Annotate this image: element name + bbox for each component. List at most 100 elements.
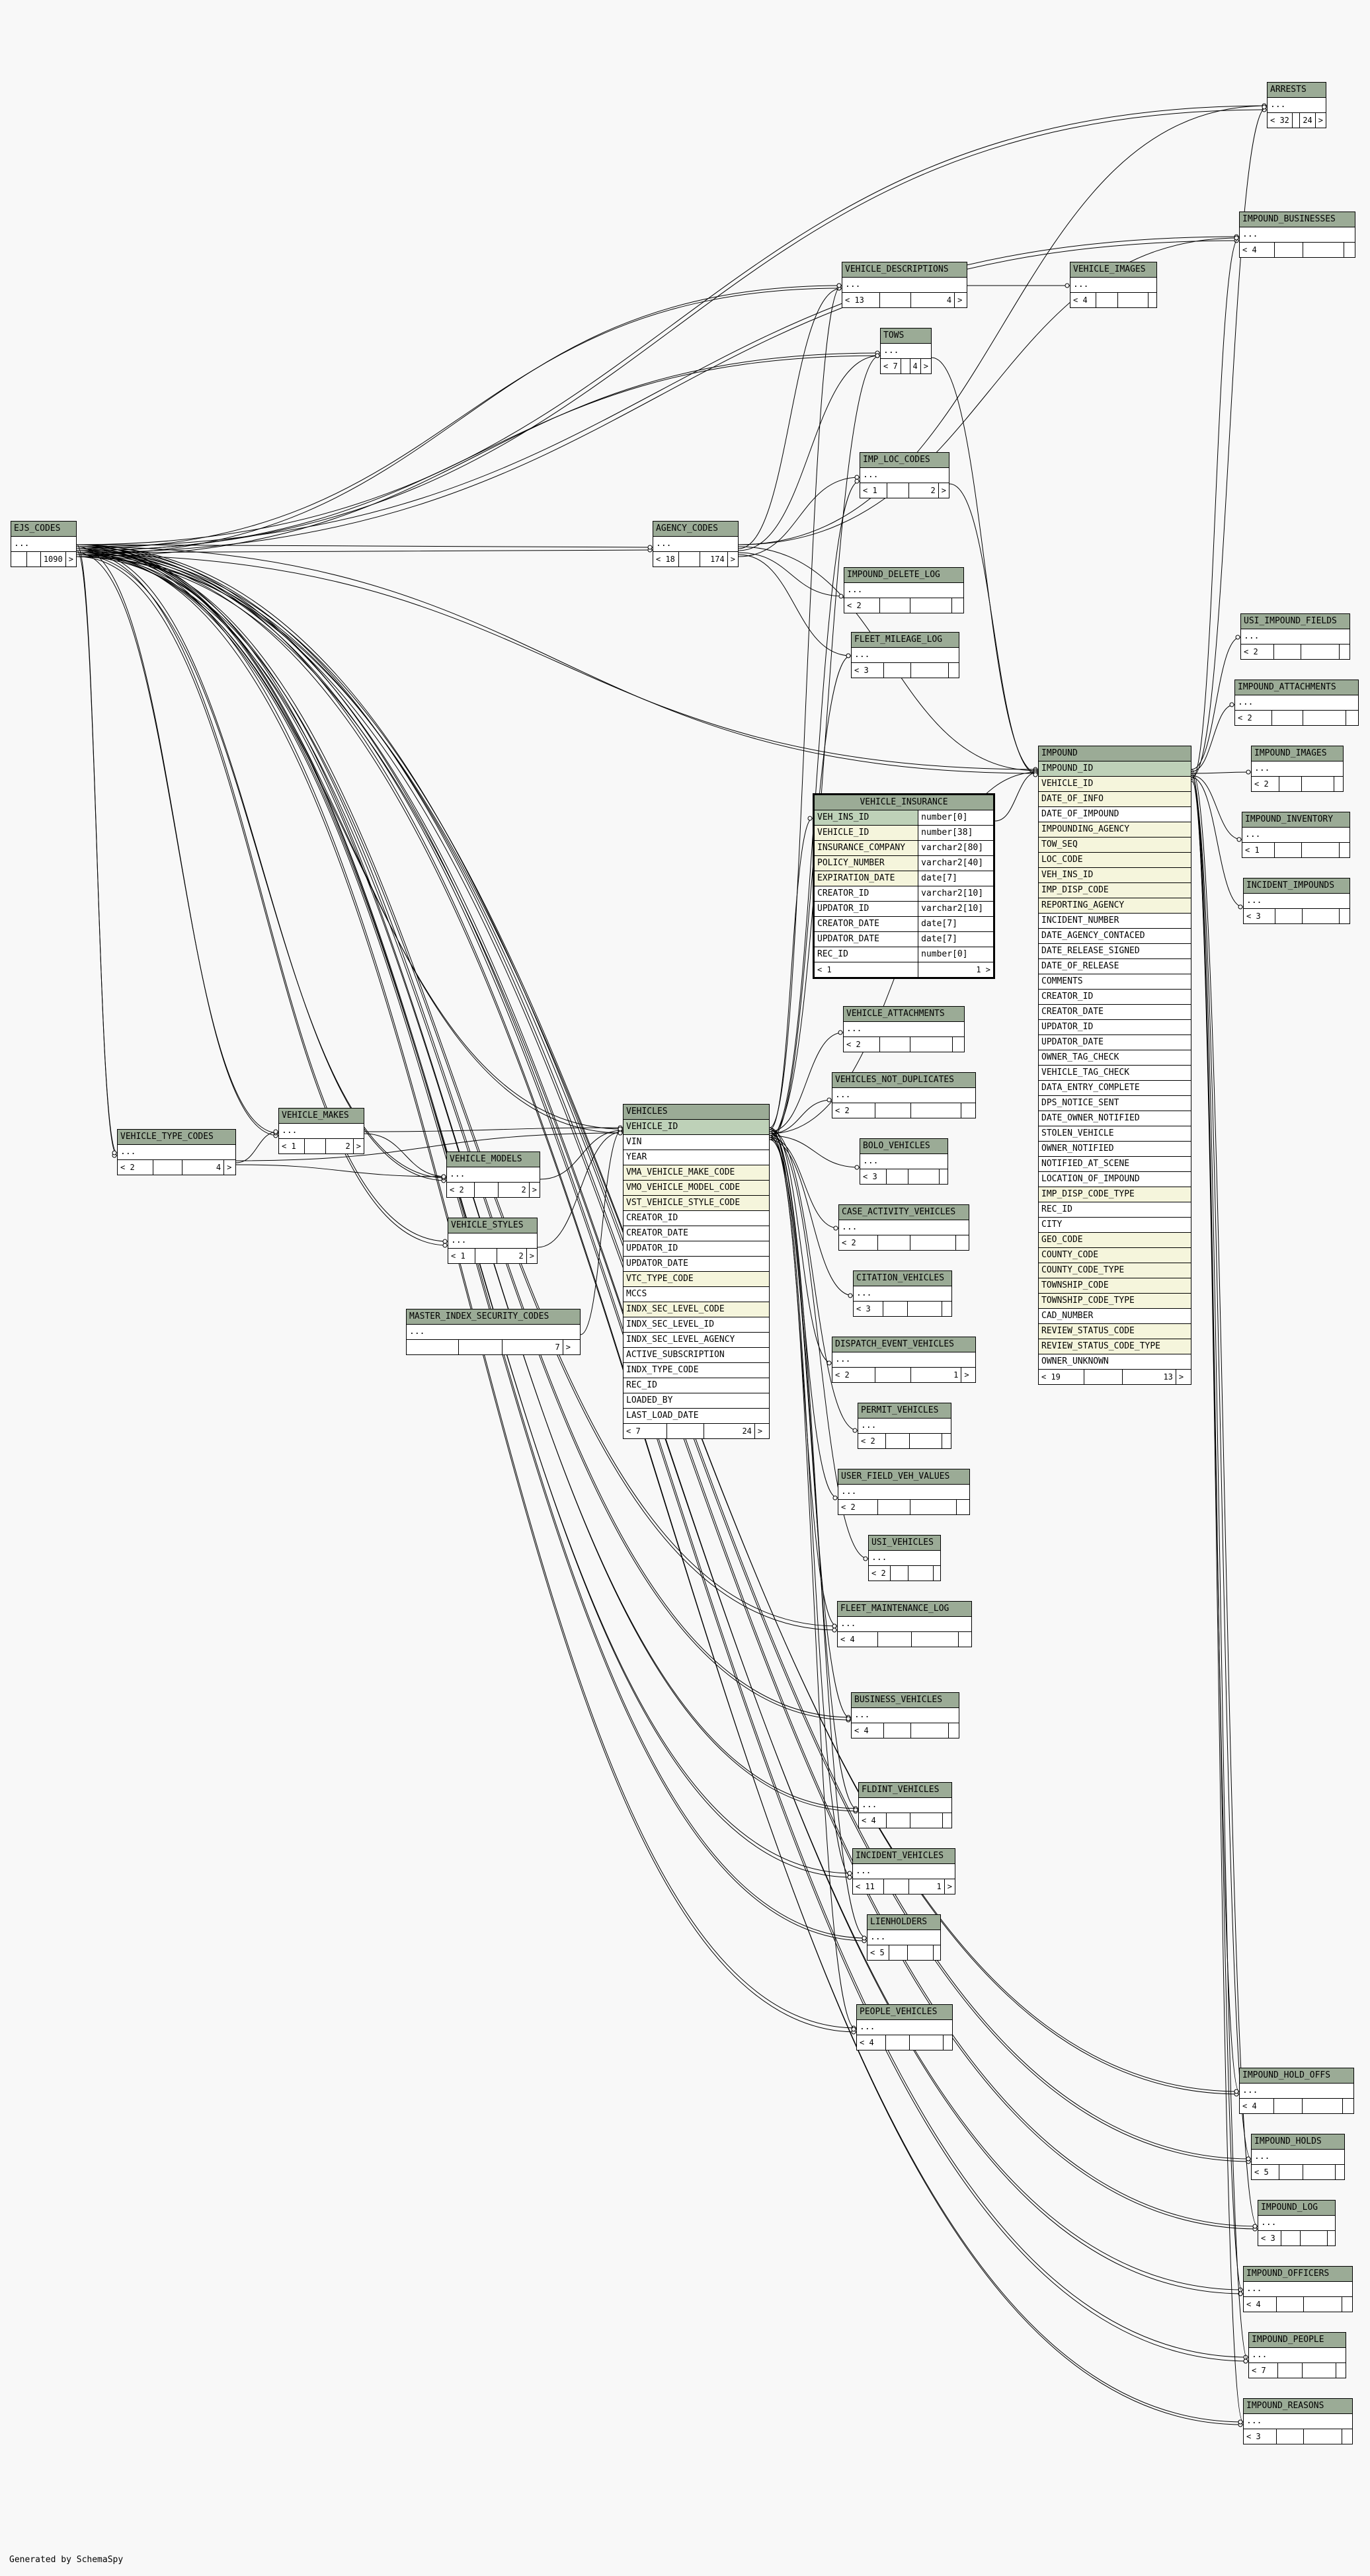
column-name[interactable]: LAST_LOAD_DATE xyxy=(623,1408,770,1424)
column-name[interactable]: VEHICLE_ID xyxy=(813,825,919,841)
table-title[interactable]: VEHICLE_TYPE_CODES xyxy=(117,1129,236,1145)
column-name[interactable]: DATE_OF_INFO xyxy=(1038,791,1191,807)
table-user-field-veh-values[interactable]: USER_FIELD_VEH_VALUES...< 2 xyxy=(838,1469,970,1515)
table-bolo-vehicles[interactable]: BOLO_VEHICLES...< 3 xyxy=(860,1138,949,1185)
collapsed-columns[interactable]: ... xyxy=(843,1021,965,1037)
column-name[interactable]: VEH_INS_ID xyxy=(813,810,919,826)
prev-arrow[interactable]: < xyxy=(451,1251,456,1261)
prev-arrow[interactable]: < xyxy=(120,1163,126,1172)
table-title[interactable]: IMPOUND_DELETE_LOG xyxy=(844,567,964,583)
table-permit-vehicles[interactable]: PERMIT_VEHICLES...< 2 xyxy=(857,1403,952,1449)
column-name[interactable]: VEH_INS_ID xyxy=(1038,867,1191,883)
collapsed-columns[interactable]: ... xyxy=(446,1167,540,1183)
collapsed-columns[interactable]: ... xyxy=(1243,2413,1353,2429)
table-impound-holds[interactable]: IMPOUND_HOLDS...< 5 xyxy=(1250,2134,1346,2180)
table-title[interactable]: IMPOUND_HOLD_OFFS xyxy=(1239,2068,1354,2084)
column-name[interactable]: LOC_CODE xyxy=(1038,852,1191,868)
table-fleet-maintenance-log[interactable]: FLEET_MAINTENANCE_LOG...< 4 xyxy=(837,1601,973,1647)
column-name[interactable]: INDX_SEC_LEVEL_ID xyxy=(623,1317,770,1333)
column-name[interactable]: VEHICLE_TAG_CHECK xyxy=(1038,1065,1191,1081)
table-vehicle-images[interactable]: VEHICLE_IMAGES...< 4 xyxy=(1069,262,1158,308)
next-arrow[interactable]: > xyxy=(529,1251,534,1261)
table-usi-vehicles[interactable]: USI_VEHICLES...< 2 xyxy=(868,1535,941,1581)
table-impound-reasons[interactable]: IMPOUND_REASONS...< 3 xyxy=(1243,2398,1353,2444)
column-name[interactable]: CREATOR_ID xyxy=(1038,989,1191,1005)
table-title[interactable]: IMPOUND xyxy=(1038,746,1191,761)
table-impound-officers[interactable]: IMPOUND_OFFICERS...< 4 xyxy=(1243,2266,1353,2312)
column-name[interactable]: UPDATOR_ID xyxy=(623,1241,770,1257)
next-arrow[interactable]: > xyxy=(730,555,735,564)
table-title[interactable]: PEOPLE_VEHICLES xyxy=(856,2004,953,2020)
table-ejs-codes[interactable]: EJS_CODES... 1090> xyxy=(10,521,77,567)
table-title[interactable]: DISPATCH_EVENT_VEHICLES xyxy=(832,1337,976,1352)
column-name[interactable]: TOW_SEQ xyxy=(1038,837,1191,853)
table-title[interactable]: VEHICLE_ATTACHMENTS xyxy=(843,1006,965,1022)
table-title[interactable]: IMPOUND_INVENTORY xyxy=(1242,812,1350,828)
table-title[interactable]: AGENCY_CODES xyxy=(653,521,739,537)
next-arrow[interactable]: > xyxy=(227,1163,232,1172)
collapsed-columns[interactable]: ... xyxy=(11,536,77,552)
prev-arrow[interactable]: < xyxy=(847,601,852,610)
collapsed-columns[interactable]: ... xyxy=(1242,827,1350,843)
table-impound-attachments[interactable]: IMPOUND_ATTACHMENTS...< 2 xyxy=(1234,680,1359,726)
next-arrow[interactable]: > xyxy=(356,1142,361,1151)
prev-arrow[interactable]: < xyxy=(1254,779,1260,789)
prev-arrow[interactable]: < xyxy=(860,2038,865,2047)
next-arrow[interactable]: > xyxy=(532,1185,537,1194)
column-name[interactable]: TOWNSHIP_CODE_TYPE xyxy=(1038,1293,1191,1309)
collapsed-columns[interactable]: ... xyxy=(406,1324,581,1340)
column-name[interactable]: VEHICLE_ID xyxy=(1038,776,1191,792)
prev-arrow[interactable]: < xyxy=(854,1726,860,1735)
next-arrow[interactable]: > xyxy=(957,295,963,305)
prev-arrow[interactable]: < xyxy=(1245,845,1250,855)
column-name[interactable]: CREATOR_DATE xyxy=(813,916,919,932)
column-name[interactable]: REVIEW_STATUS_CODE_TYPE xyxy=(1038,1339,1191,1354)
collapsed-columns[interactable]: ... xyxy=(867,1930,941,1945)
table-people-vehicles[interactable]: PEOPLE_VEHICLES...< 4 xyxy=(856,2004,953,2050)
prev-arrow[interactable]: < xyxy=(862,1816,867,1825)
column-name[interactable]: CREATOR_DATE xyxy=(623,1226,770,1241)
table-title[interactable]: IMPOUND_PEOPLE xyxy=(1248,2332,1346,2348)
table-title[interactable]: USI_IMPOUND_FIELDS xyxy=(1240,613,1350,629)
prev-arrow[interactable]: < xyxy=(863,1172,868,1181)
next-arrow[interactable]: > xyxy=(1178,1372,1184,1382)
table-title[interactable]: CASE_ACTIVITY_VEHICLES xyxy=(838,1204,969,1220)
prev-arrow[interactable]: < xyxy=(1242,245,1248,254)
next-arrow[interactable]: > xyxy=(1318,116,1323,125)
table-title[interactable]: VEHICLE_STYLES xyxy=(448,1218,538,1233)
table-title[interactable]: VEHICLE_MODELS xyxy=(446,1151,540,1167)
column-name[interactable]: COUNTY_CODE_TYPE xyxy=(1038,1263,1191,1278)
table-incident-impounds[interactable]: INCIDENT_IMPOUNDS...< 3 xyxy=(1242,878,1351,924)
column-name[interactable]: REC_ID xyxy=(813,947,919,962)
column-name[interactable]: ACTIVE_SUBSCRIPTION xyxy=(623,1347,770,1363)
prev-arrow[interactable]: < xyxy=(817,965,823,974)
column-name[interactable]: DATE_OWNER_NOTIFIED xyxy=(1038,1111,1191,1126)
column-name[interactable]: LOCATION_OF_IMPOUND xyxy=(1038,1171,1191,1187)
table-title[interactable]: FLEET_MILEAGE_LOG xyxy=(851,632,959,648)
prev-arrow[interactable]: < xyxy=(1261,2234,1266,2243)
column-name[interactable]: UPDATOR_DATE xyxy=(623,1256,770,1272)
prev-arrow[interactable]: < xyxy=(840,1635,846,1644)
collapsed-columns[interactable]: ... xyxy=(858,1418,951,1434)
prev-arrow[interactable]: < xyxy=(1270,116,1275,125)
column-name[interactable]: INSURANCE_COMPANY xyxy=(813,840,919,856)
prev-arrow[interactable]: < xyxy=(841,1503,846,1512)
collapsed-columns[interactable]: ... xyxy=(851,1707,959,1723)
collapsed-columns[interactable]: ... xyxy=(832,1352,976,1368)
table-title[interactable]: INCIDENT_IMPOUNDS xyxy=(1243,878,1350,894)
collapsed-columns[interactable]: ... xyxy=(1239,2083,1354,2099)
collapsed-columns[interactable]: ... xyxy=(853,1286,952,1302)
prev-arrow[interactable]: < xyxy=(845,295,850,305)
collapsed-columns[interactable]: ... xyxy=(838,1220,969,1235)
collapsed-columns[interactable]: ... xyxy=(838,1484,970,1500)
collapsed-columns[interactable]: ... xyxy=(868,1550,941,1566)
table-citation-vehicles[interactable]: CITATION_VEHICLES...< 3 xyxy=(853,1270,952,1317)
collapsed-columns[interactable]: ... xyxy=(653,536,739,552)
table-lienholders[interactable]: LIENHOLDERS...< 5 xyxy=(866,1914,942,1961)
